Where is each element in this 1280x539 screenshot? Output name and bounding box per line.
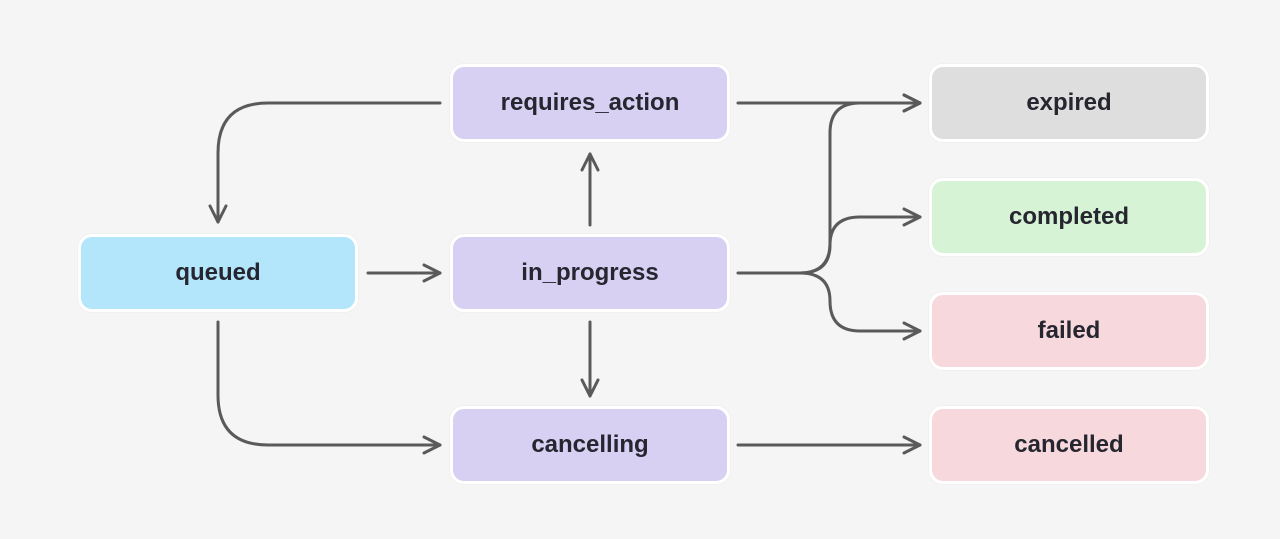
node-cancelled: cancelled (929, 406, 1209, 484)
node-in-progress-label: in_progress (521, 259, 659, 286)
node-requires-action-label: requires_action (500, 89, 680, 116)
node-in-progress: in_progress (450, 234, 730, 312)
edge-requires-action-to-queued (208, 101, 442, 224)
edge-in-progress-to-completed (798, 207, 922, 275)
node-queued-label: queued (175, 259, 261, 286)
edge-queued-to-cancelling (216, 320, 442, 455)
node-cancelling-label: cancelling (531, 431, 649, 458)
node-expired: expired (929, 64, 1209, 142)
node-failed: failed (929, 292, 1209, 370)
node-cancelling: cancelling (450, 406, 730, 484)
edge-in-progress-to-failed (798, 271, 922, 341)
node-queued: queued (78, 234, 358, 312)
node-completed-label: completed (1008, 203, 1130, 230)
node-failed-label: failed (1037, 317, 1101, 344)
node-expired-label: expired (1026, 89, 1112, 116)
node-cancelled-label: cancelled (1014, 431, 1124, 458)
node-requires-action: requires_action (450, 64, 730, 142)
node-completed: completed (929, 178, 1209, 256)
